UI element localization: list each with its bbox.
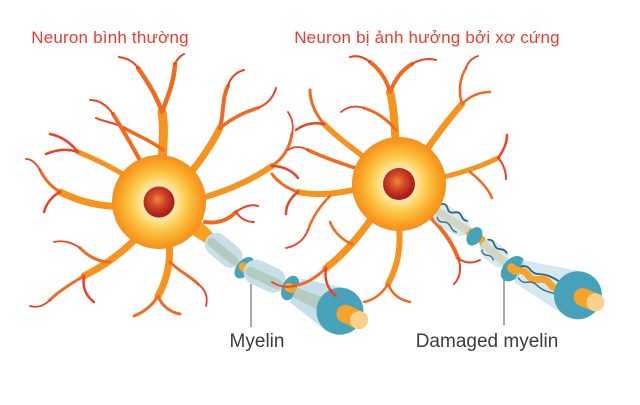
damage-squiggle [481, 249, 495, 261]
left-nucleus [143, 186, 175, 218]
left-neuron [25, 53, 369, 335]
right-axon-terminal [513, 260, 605, 320]
damage-squiggle [517, 277, 556, 295]
right-nucleus [383, 168, 415, 200]
damaged-myelin-segment [433, 204, 470, 236]
damaged-myelin-segment [479, 239, 509, 268]
right-neuron-title: Neuron bị ảnh hưởng bởi xơ cứng [294, 28, 560, 47]
axon-cylinder-tip [350, 311, 369, 330]
beaded-axon [513, 266, 565, 293]
damage-squiggle [436, 216, 457, 233]
left-neuron-title: Neuron bình thường [31, 28, 189, 47]
damage-squiggle [439, 203, 468, 223]
damaged-node [466, 227, 483, 246]
damage-squiggle [487, 238, 508, 254]
left-axon-distal [243, 259, 369, 335]
myelin-label: Myelin [229, 331, 285, 352]
right-neuron [270, 55, 605, 320]
myelin-inner-shade [207, 237, 239, 266]
axon-cylinder-tip [586, 293, 605, 312]
damaged-myelin-label: Damaged myelin [415, 331, 559, 352]
